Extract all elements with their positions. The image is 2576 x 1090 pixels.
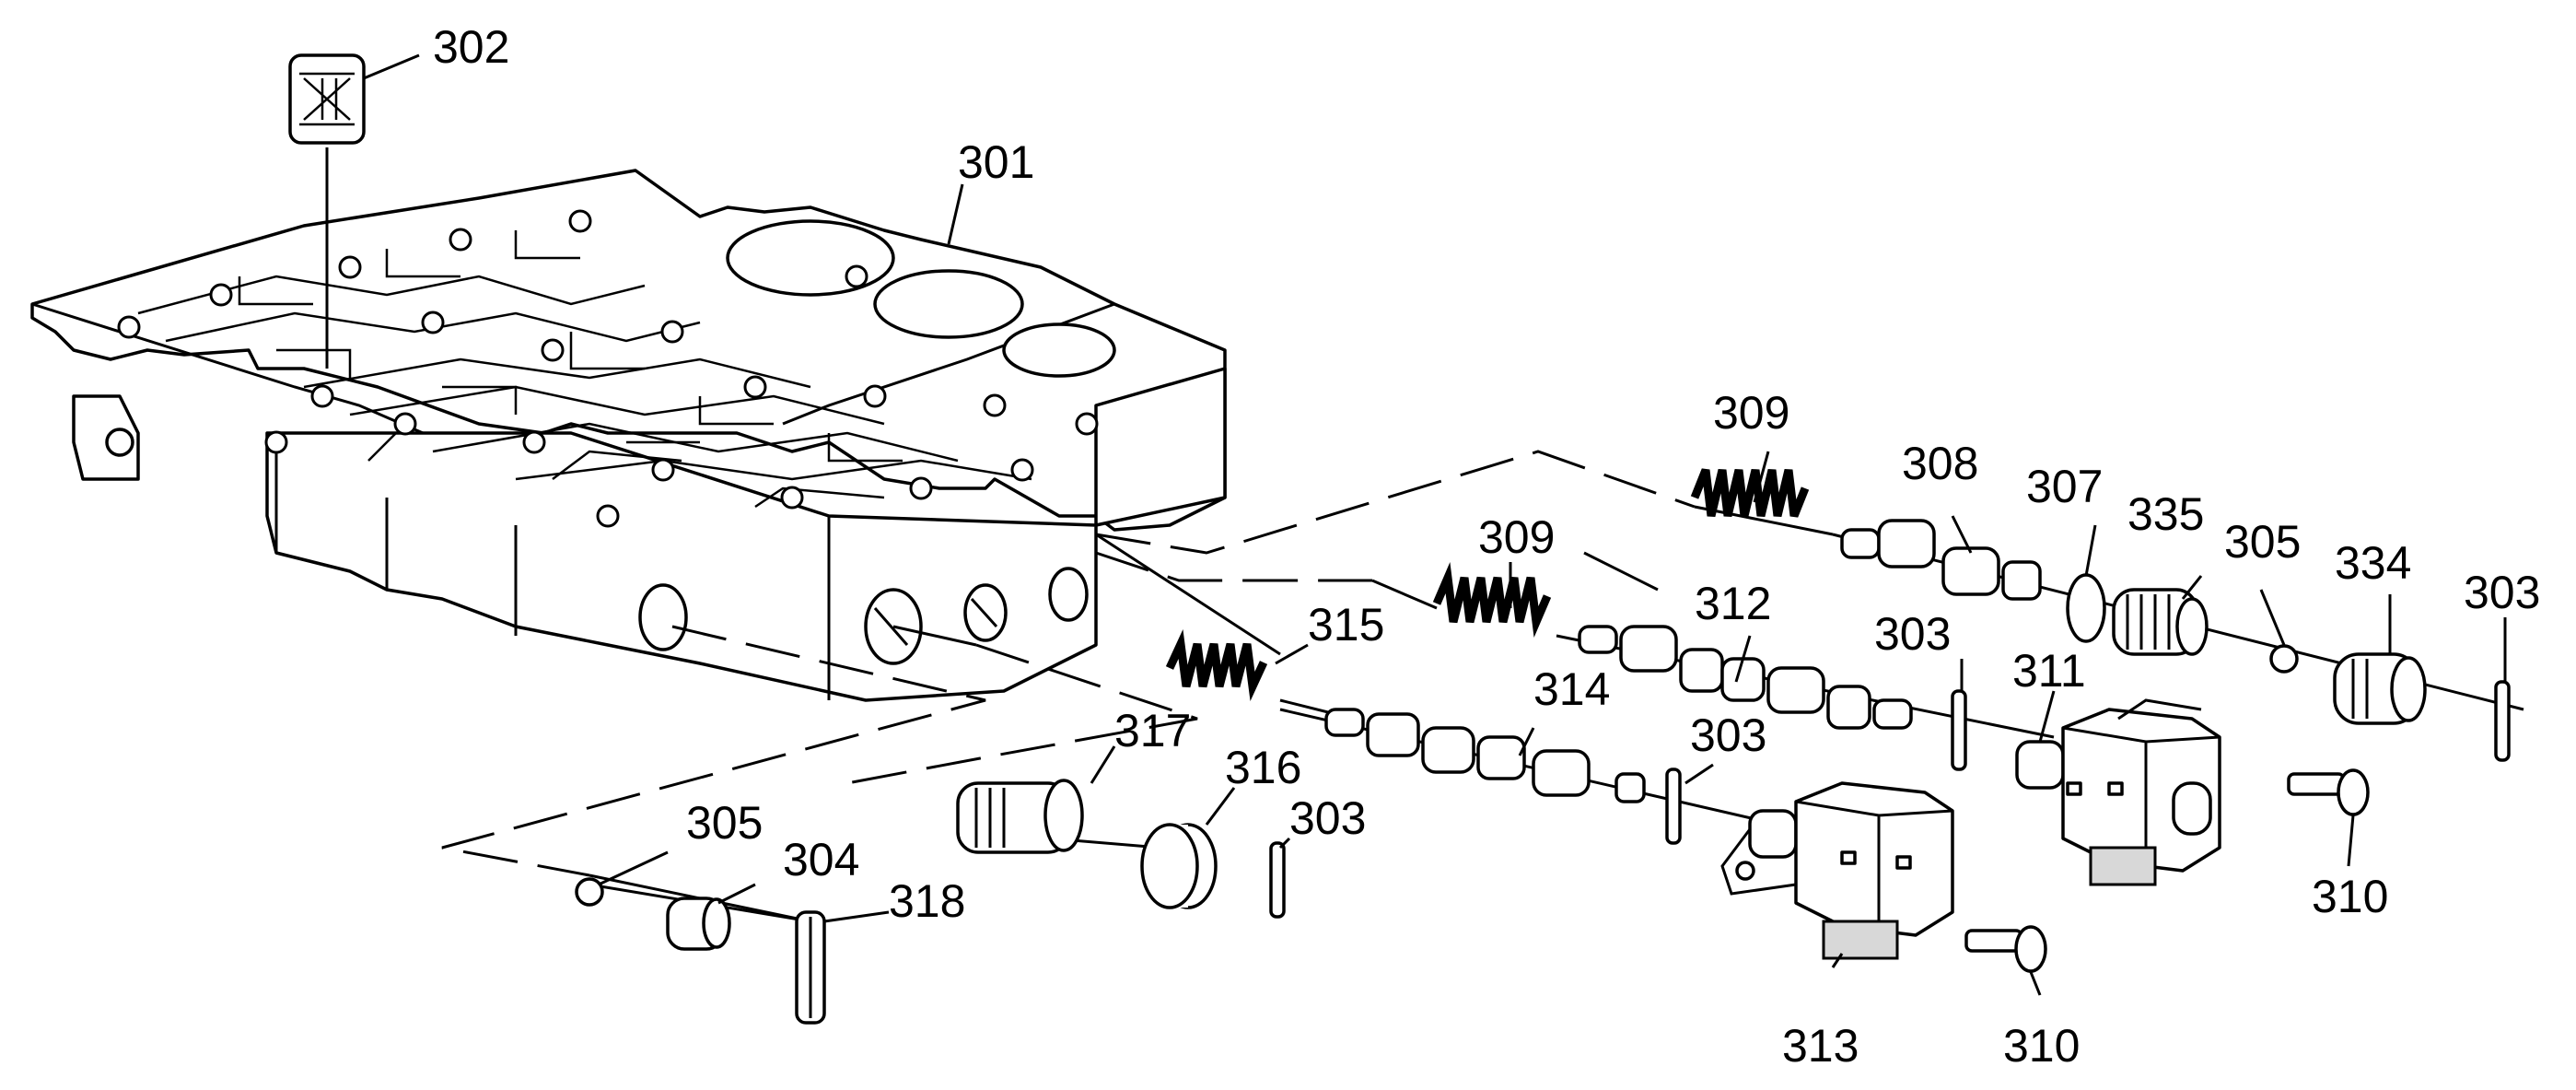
spring-315 <box>1165 628 1268 702</box>
pin-303-far-right <box>2494 680 2511 762</box>
callout-303-lower: 303 <box>1690 709 1766 761</box>
valve-312 <box>1578 625 1913 730</box>
ball-305-upper <box>2269 644 2299 674</box>
plug-334 <box>2333 652 2427 725</box>
plug-304 <box>666 897 731 951</box>
callout-303-far-right: 303 <box>2464 567 2540 618</box>
cap-316 <box>1140 823 1218 909</box>
seal-307 <box>2066 573 2106 643</box>
leader-lines <box>598 183 2507 996</box>
callout-302: 302 <box>433 21 509 73</box>
explosion-lines <box>441 450 1834 923</box>
callout-315: 315 <box>1308 599 1384 650</box>
spring-309-middle <box>1432 561 1552 639</box>
callout-316: 316 <box>1225 742 1301 793</box>
callout-313: 313 <box>1782 1020 1859 1072</box>
ball-305-lower <box>575 877 604 907</box>
callout-305-lower: 305 <box>686 797 763 849</box>
callout-335: 335 <box>2127 488 2204 540</box>
callout-311: 311 <box>2012 645 2086 697</box>
valve-314 <box>1324 708 1646 803</box>
callout-310-lower: 310 <box>2003 1020 2080 1072</box>
solenoid-313 <box>1720 781 1954 960</box>
callout-labels: 302 301 309 308 307 335 305 334 303 309 … <box>433 21 2540 1072</box>
lower-valve-train <box>1165 628 2047 973</box>
pin-303-left <box>1269 841 1286 919</box>
parts-305-304-318 <box>575 877 826 1025</box>
callout-314: 314 <box>1533 663 1610 715</box>
callout-310-upper: 310 <box>2312 871 2388 922</box>
callout-309-upper: 309 <box>1713 387 1789 439</box>
callout-303-middle: 303 <box>1874 608 1951 660</box>
valve-308 <box>1840 519 2042 601</box>
middle-valve-train <box>1432 561 2370 886</box>
pin-303-lower <box>1665 768 1682 845</box>
solenoid-311 <box>2015 698 2221 886</box>
parts-317-316-303 <box>956 779 1286 919</box>
bushing-317 <box>956 779 1084 854</box>
filter-302 <box>288 53 420 369</box>
bolt-310-upper <box>2287 768 2370 816</box>
plug-335 <box>2112 588 2209 656</box>
callout-318: 318 <box>889 875 965 927</box>
callout-309-middle: 309 <box>1478 511 1555 563</box>
callout-305-upper: 305 <box>2224 516 2301 568</box>
spring-309-upper <box>1690 468 1810 518</box>
callout-317: 317 <box>1114 705 1191 756</box>
callout-301: 301 <box>958 136 1034 188</box>
callout-312: 312 <box>1695 578 1771 629</box>
pin-303-middle <box>1951 689 1967 771</box>
pin-318 <box>795 910 826 1025</box>
callout-304: 304 <box>783 834 859 885</box>
callout-334: 334 <box>2335 537 2411 589</box>
callout-303-left: 303 <box>1289 792 1366 844</box>
callout-308: 308 <box>1902 438 1978 489</box>
bolt-310-lower <box>1964 925 2047 973</box>
callout-307: 307 <box>2026 461 2103 512</box>
valve-body-301 <box>30 169 1227 702</box>
